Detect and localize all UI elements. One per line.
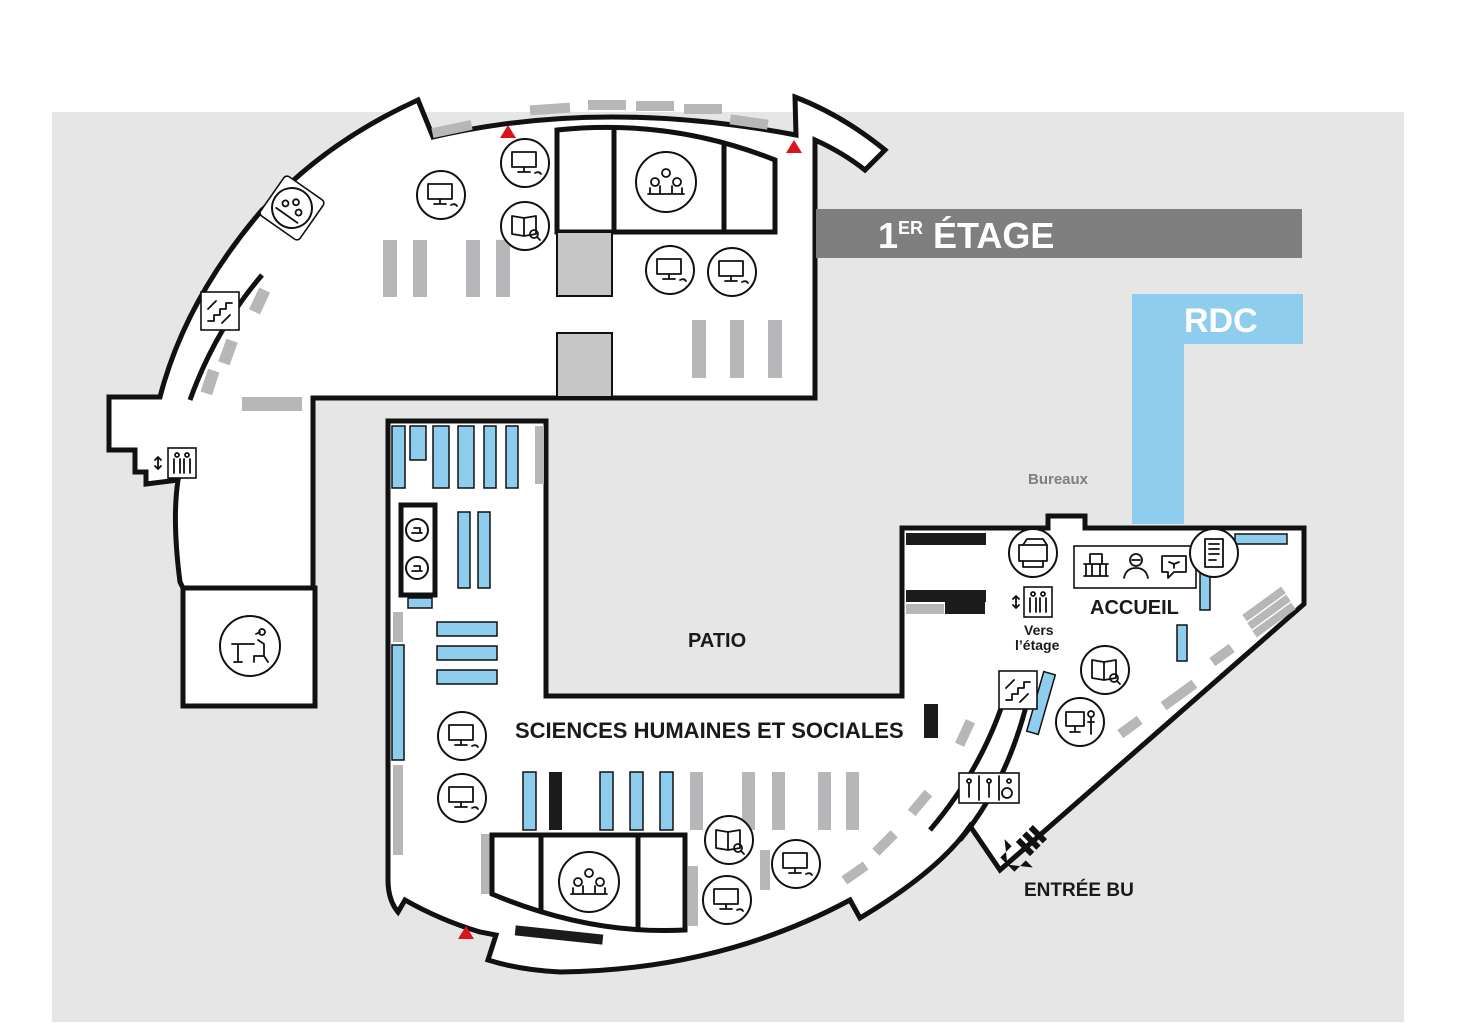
first-floor-banner-bg (816, 209, 1302, 258)
entrance-label: ENTRÉE BU (1024, 879, 1134, 901)
to-floor-label-line1: Vers (1024, 622, 1054, 638)
reception-label: ACCUEIL (1090, 597, 1179, 619)
group-work-icon (558, 851, 620, 913)
social-sciences-label: SCIENCES HUMAINES ET SOCIALES (515, 718, 904, 743)
emergency-exit-marker (500, 125, 516, 138)
computer-wifi-icon (702, 875, 752, 925)
library-building-icon (1083, 553, 1109, 577)
vending-machine-icon (1189, 528, 1239, 578)
ground-floor-banner-label: RDC (1184, 302, 1258, 340)
group-rooms-lower (489, 832, 688, 934)
first-floor-banner: 1ER ÉTAGE (816, 209, 1302, 258)
computer-wifi-icon (437, 773, 487, 823)
elevator-icon (154, 447, 197, 479)
book-search-icon (1080, 645, 1130, 695)
group-work-icon (635, 151, 697, 213)
ground-floor-banner-bg (1132, 294, 1303, 524)
computer-wifi-icon (437, 711, 487, 761)
study-seat-icon (405, 518, 429, 542)
stairs-icon (200, 291, 240, 331)
facade-shelves (200, 100, 769, 411)
upper-shelving (383, 240, 782, 378)
first-floor-banner-word: ÉTAGE (923, 215, 1054, 256)
bottom-shelving (481, 771, 859, 945)
printer-icon (1008, 528, 1058, 578)
patio-label: PATIO (688, 630, 746, 652)
librarian-icon (1123, 553, 1149, 579)
first-floor-banner-superscript: ER (898, 218, 923, 238)
help-chat-icon (1161, 555, 1187, 579)
computer-wifi-icon (707, 247, 757, 297)
offices-label: Bureaux (1028, 471, 1089, 488)
presentation-icon (1055, 697, 1105, 747)
first-floor-banner-number: 1 (878, 215, 898, 256)
elevator-icon (1012, 586, 1053, 618)
computer-wifi-icon (416, 170, 466, 220)
corridor-curve (187, 273, 264, 401)
svg-text:1ER ÉTAGE: 1ER ÉTAGE (878, 215, 1054, 256)
blue-shelving-left (391, 425, 544, 855)
study-seat-icon (405, 556, 429, 580)
computer-wifi-icon (645, 245, 695, 295)
emergency-exit-marker (786, 140, 802, 153)
book-search-icon (704, 815, 754, 865)
emergency-exit-marker (458, 926, 474, 939)
computer-wifi-icon (500, 138, 550, 188)
computer-wifi-icon (771, 839, 821, 889)
reception-desk (1073, 545, 1197, 589)
entrance-arrow-icon (1000, 825, 1047, 872)
study-booth (398, 502, 438, 598)
to-floor-label-line2: l’étage (1015, 637, 1060, 653)
ground-floor-banner: RDC (1132, 294, 1303, 524)
group-work-icon (259, 175, 325, 241)
group-rooms-upper (554, 124, 778, 235)
grey-zone-1 (556, 231, 613, 297)
facade-shelves-lower (841, 586, 1296, 885)
reception-shelving (906, 533, 1288, 738)
stairs-icon (998, 670, 1038, 710)
restroom-icon (958, 772, 1020, 804)
study-desk-icon (219, 615, 281, 677)
book-search-icon (500, 201, 550, 251)
grey-zone-2 (556, 332, 613, 398)
